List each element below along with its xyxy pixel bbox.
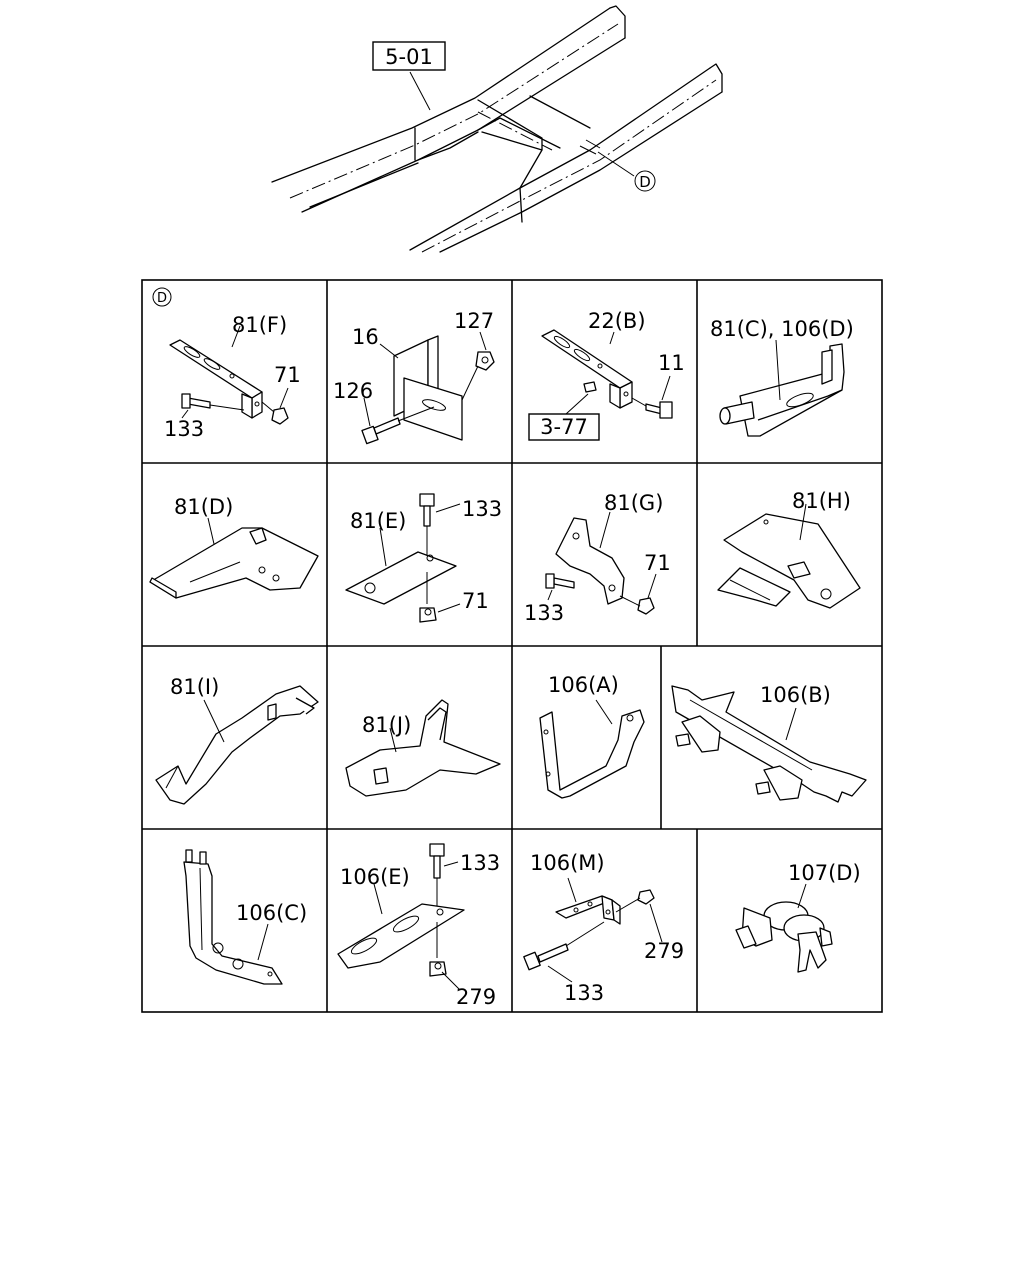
part-label-106M: 106(M) bbox=[530, 851, 605, 875]
detail-marker-circle bbox=[634, 170, 656, 192]
cell-106E: 106(E) 133 279 bbox=[337, 843, 500, 1009]
part-label-133: 133 bbox=[524, 601, 564, 625]
part-label-11: 11 bbox=[658, 351, 685, 375]
part-label-106C: 106(C) bbox=[236, 901, 307, 925]
part-label-16: 16 bbox=[352, 325, 379, 349]
cell-81G: 81(G) 71 133 bbox=[524, 491, 671, 625]
part-label-133: 133 bbox=[460, 851, 500, 875]
part-label-133: 133 bbox=[462, 497, 502, 521]
part-label-107D: 107(D) bbox=[788, 861, 861, 885]
part-label-71: 71 bbox=[644, 551, 671, 575]
part-label-22B: 22(B) bbox=[588, 309, 646, 333]
cell-22B-11: 22(B) 11 3-77 bbox=[528, 309, 685, 441]
cell-81H: 81(H) bbox=[717, 489, 861, 609]
part-label-81F: 81(F) bbox=[232, 313, 287, 337]
part-label-71: 71 bbox=[274, 363, 301, 387]
detail-marker-label: D bbox=[639, 173, 651, 191]
part-label-81C-106D: 81(C), 106(D) bbox=[710, 317, 854, 341]
cell-106A: 106(A) bbox=[539, 673, 645, 799]
part-label-81J: 81(J) bbox=[362, 713, 411, 737]
detail-marker-label: D bbox=[157, 291, 167, 306]
part-label-133: 133 bbox=[164, 417, 204, 441]
part-label-81I: 81(I) bbox=[170, 675, 219, 699]
part-label-81E: 81(E) bbox=[350, 509, 406, 533]
part-label-106B: 106(B) bbox=[760, 683, 831, 707]
cell-16-127-126: 16 127 126 bbox=[333, 309, 495, 445]
ref-box-label: 5-01 bbox=[385, 45, 433, 69]
ref-box-label: 3-77 bbox=[540, 415, 588, 439]
ref-box-5-01 bbox=[372, 41, 446, 71]
cell-107D: 107(D) bbox=[735, 861, 861, 973]
parts-grid bbox=[141, 279, 883, 1013]
cell-81I: 81(I) bbox=[155, 675, 319, 805]
part-label-127: 127 bbox=[454, 309, 494, 333]
part-label-106E: 106(E) bbox=[340, 865, 410, 889]
cell-81D: 81(D) bbox=[149, 495, 319, 599]
frame-overview: 5-01 D bbox=[271, 5, 723, 253]
part-label-106A: 106(A) bbox=[548, 673, 619, 697]
cell-81J: 81(J) bbox=[345, 699, 501, 797]
part-label-81H: 81(H) bbox=[792, 489, 851, 513]
cell-81E: 81(E) 133 71 bbox=[345, 493, 502, 623]
part-label-71: 71 bbox=[462, 589, 489, 613]
cell-106M: 106(M) 279 133 bbox=[523, 851, 684, 1005]
part-label-126: 126 bbox=[333, 379, 373, 403]
cell-106B: 106(B) bbox=[671, 683, 867, 803]
cell-106C: 106(C) bbox=[183, 849, 307, 985]
cell-81F: D 81(F) 71 133 bbox=[152, 287, 301, 441]
part-label-279: 279 bbox=[644, 939, 684, 963]
part-label-81D: 81(D) bbox=[174, 495, 233, 519]
ref-box-3-77 bbox=[528, 413, 600, 441]
part-label-81G: 81(G) bbox=[604, 491, 663, 515]
detail-marker-circle bbox=[152, 287, 172, 307]
part-label-279: 279 bbox=[456, 985, 496, 1009]
part-label-133: 133 bbox=[564, 981, 604, 1005]
cell-81C-106D: 81(C), 106(D) bbox=[710, 317, 854, 437]
